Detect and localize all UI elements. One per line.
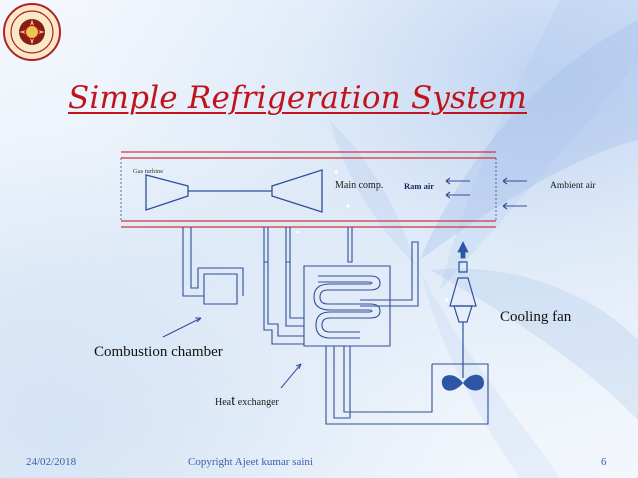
combustion-chamber-label: Combustion chamber: [94, 344, 223, 360]
slide-title: Simple Refrigeration System: [68, 80, 528, 116]
turbine-compressor: [145, 169, 323, 213]
cooling-fan-outlet-arrow: [457, 241, 469, 259]
gas-turbine-label: Gas turbine: [133, 168, 164, 175]
footer-page-number: 6: [601, 456, 607, 468]
footer-copyright: Copyright Ajeet kumar saini: [188, 456, 313, 468]
heat-exchanger-label: Heat exchanger: [215, 393, 279, 410]
heat-exchanger-t: t: [231, 393, 236, 409]
fan-blades: [441, 374, 484, 391]
cooling-fan-label: Cooling fan: [500, 309, 572, 325]
heat-exchanger-prefix: Hea: [215, 397, 232, 408]
ambient-dots: [296, 170, 449, 302]
cooling-fan-assembly: [449, 261, 477, 378]
heat-exchanger-suffix: exchanger: [235, 397, 279, 408]
main-compressor-label: Main comp.: [335, 180, 384, 191]
footer-date: 24/02/2018: [26, 456, 77, 468]
ambient-air-label: Ambient air: [550, 181, 596, 191]
ducting-lines: [182, 227, 489, 425]
ram-air-duct: [120, 151, 497, 228]
ram-air-label: Ram air: [404, 181, 434, 191]
pointer-arrows: [162, 317, 302, 389]
ram-air-arrows: [445, 177, 527, 210]
college-seal-logo: [3, 3, 61, 61]
